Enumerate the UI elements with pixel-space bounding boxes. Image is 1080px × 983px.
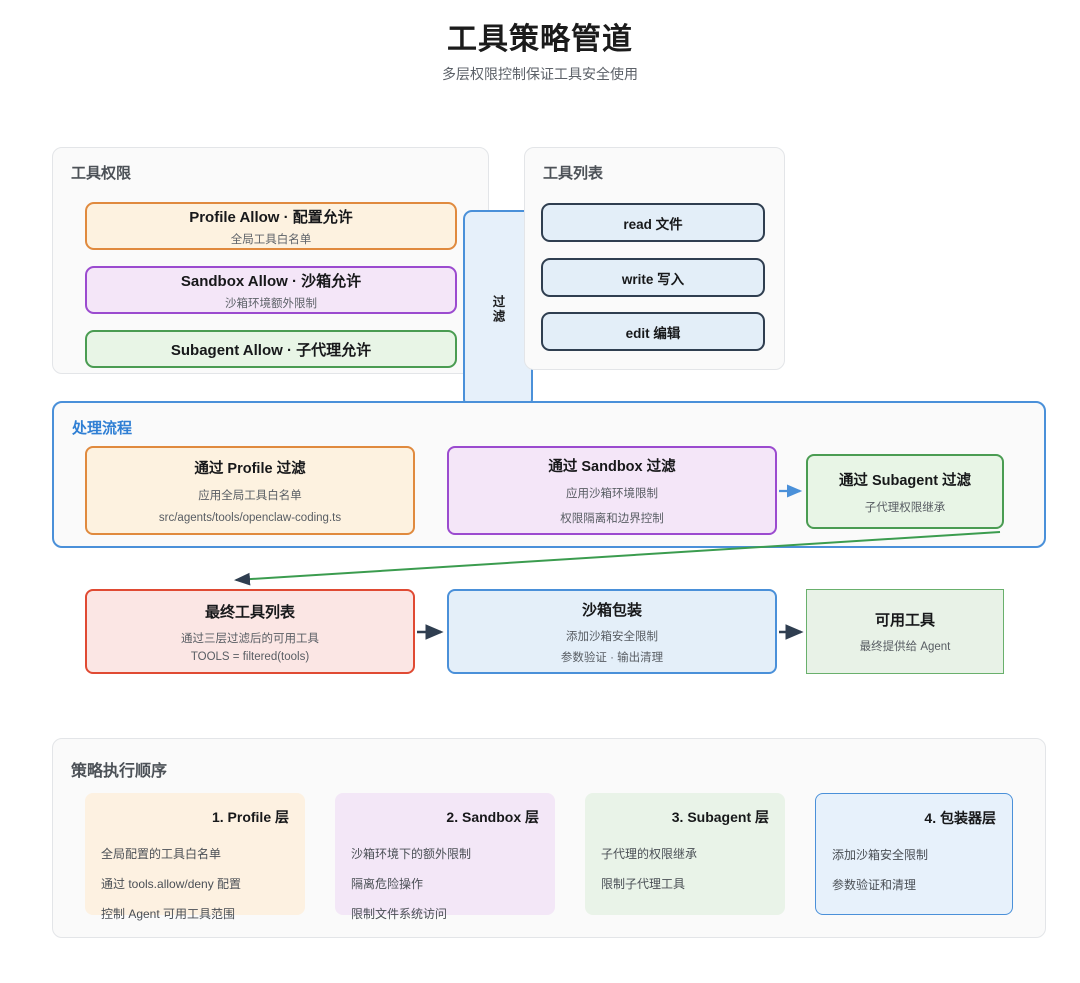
result-card-title: 可用工具 [874,612,935,629]
flow-card-line2: src/agents/tools/openclaw-coding.ts [158,512,342,524]
flow-card-profile-filter[interactable]: 通过 Profile 过滤 应用全局工具白名单 src/agents/tools… [85,446,415,535]
flow-card-subagent-filter[interactable]: 通过 Subagent 过滤 子代理权限继承 [806,454,1004,529]
layer-card-line: 控制 Agent 可用工具范围 [101,907,236,921]
result-card-title: 最终工具列表 [204,603,295,621]
layer-card-line: 参数验证和清理 [832,878,917,892]
policy-order-title: 策略执行顺序 [71,763,168,780]
tool-item-label: edit 编辑 [625,325,681,341]
tool-item-read[interactable]: read 文件 [541,203,765,242]
layer-card-line: 限制文件系统访问 [351,907,448,921]
permission-card-subagent-allow[interactable]: Subagent Allow · 子代理允许 [85,330,457,368]
layer-card-profile[interactable]: 1. Profile 层 全局配置的工具白名单 通过 tools.allow/d… [85,793,305,921]
filter-connector-label: 过滤 [490,294,505,324]
tool-item-edit[interactable]: edit 编辑 [541,312,765,351]
result-card-line1: 添加沙箱安全限制 [566,630,658,643]
layer-card-line: 沙箱环境下的额外限制 [351,847,472,861]
flow-card-title: 通过 Sandbox 过滤 [548,459,676,475]
result-card-sandbox-wrapper[interactable]: 沙箱包装 添加沙箱安全限制 参数验证 · 输出清理 [447,589,777,674]
permission-card-title: Profile Allow · 配置允许 [189,208,353,226]
result-card-final-tool-list[interactable]: 最终工具列表 通过三层过滤后的可用工具 TOOLS = filtered(too… [85,589,415,674]
flow-card-line1: 应用沙箱环境限制 [566,488,658,500]
flow-card-line2: 权限隔离和边界控制 [560,513,664,525]
layer-card-line: 添加沙箱安全限制 [832,848,929,862]
result-card-line1: 最终提供给 Agent [859,641,951,653]
permission-card-title: Subagent Allow · 子代理允许 [170,341,372,359]
page-title: 工具策略管道 [447,23,633,56]
permission-card-title: Sandbox Allow · 沙箱允许 [180,272,362,290]
layer-card-line: 隔离危险操作 [351,877,424,891]
layer-card-title: 3. Subagent 层 [671,809,769,825]
result-card-title: 沙箱包装 [581,601,642,619]
flow-card-title: 通过 Profile 过滤 [194,461,306,477]
layer-card-title: 4. 包装器层 [924,810,996,826]
layer-card-title: 1. Profile 层 [211,809,289,825]
tool-item-label: read 文件 [623,216,683,232]
result-card-line2: 参数验证 · 输出清理 [560,651,664,664]
flow-card-sandbox-filter[interactable]: 通过 Sandbox 过滤 应用沙箱环境限制 权限隔离和边界控制 [447,446,777,535]
tool-list-title: 工具列表 [543,165,604,182]
layer-card-sandbox[interactable]: 2. Sandbox 层 沙箱环境下的额外限制 隔离危险操作 限制文件系统访问 [335,793,555,921]
layer-card-line: 通过 tools.allow/deny 配置 [101,877,242,891]
result-card-available-tools[interactable]: 可用工具 最终提供给 Agent [806,589,1004,674]
layer-card-line: 子代理的权限继承 [601,847,698,861]
permission-card-subtitle: 全局工具白名单 [230,233,312,246]
page-subtitle: 多层权限控制保证工具安全使用 [442,66,638,82]
layer-card-wrapper[interactable]: 4. 包装器层 添加沙箱安全限制 参数验证和清理 [815,793,1013,915]
permission-card-profile-allow[interactable]: Profile Allow · 配置允许 全局工具白名单 [85,202,457,250]
layer-card-subagent[interactable]: 3. Subagent 层 子代理的权限继承 限制子代理工具 [585,793,785,915]
tool-item-label: write 写入 [621,271,685,287]
processing-flow-title: 处理流程 [72,420,133,437]
tool-permissions-title: 工具权限 [71,165,132,182]
result-card-line2: TOOLS = filtered(tools) [190,650,310,663]
filter-connector-badge: 过滤 [463,210,533,408]
layer-card-title: 2. Sandbox 层 [446,809,539,825]
flow-card-title: 通过 Subagent 过滤 [838,472,972,489]
tool-item-write[interactable]: write 写入 [541,258,765,297]
layer-card-line: 全局配置的工具白名单 [101,847,222,861]
flow-card-line1: 子代理权限继承 [864,501,946,514]
flow-card-line1: 应用全局工具白名单 [198,490,302,502]
permission-card-sandbox-allow[interactable]: Sandbox Allow · 沙箱允许 沙箱环境额外限制 [85,266,457,314]
permission-card-subtitle: 沙箱环境额外限制 [225,297,317,310]
result-card-line1: 通过三层过滤后的可用工具 [181,632,319,645]
layer-card-line: 限制子代理工具 [601,877,686,891]
